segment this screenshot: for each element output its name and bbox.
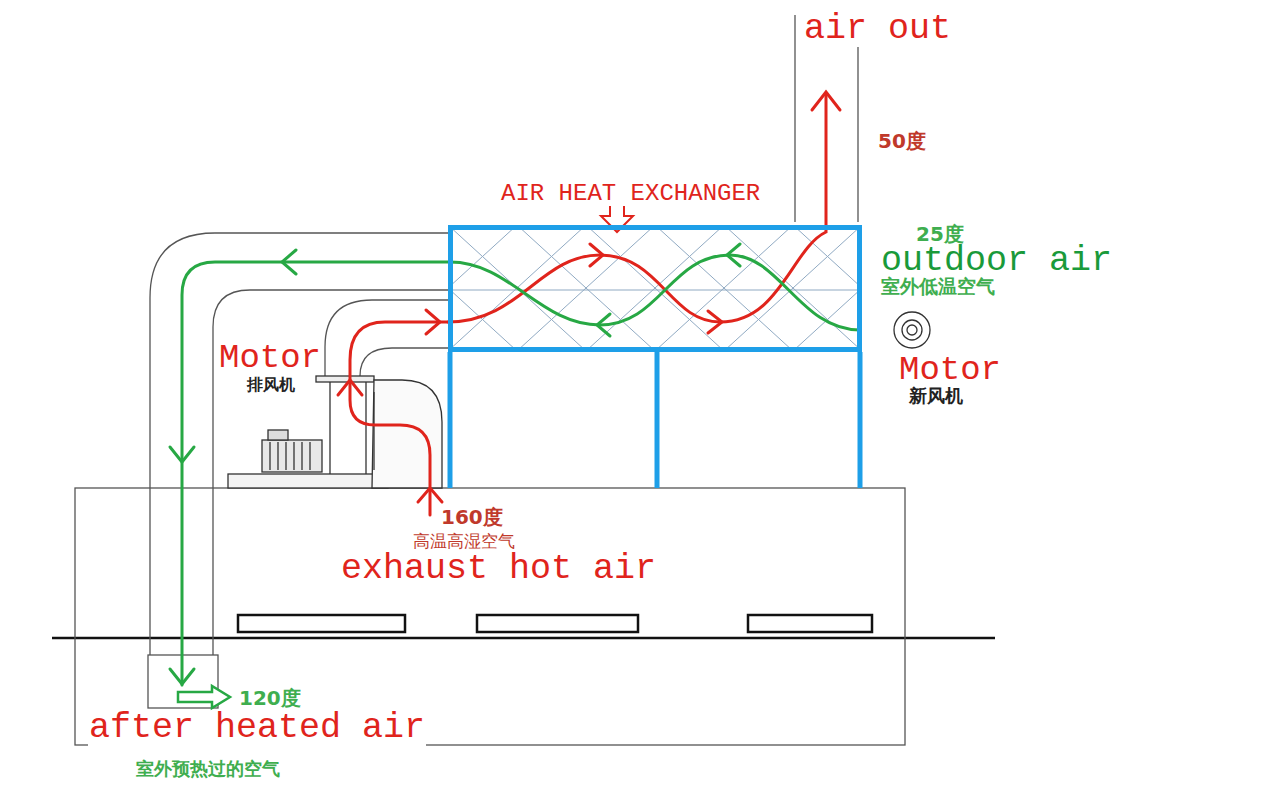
part-name: Motor (218, 341, 322, 375)
fresh-air-duct (148, 233, 448, 708)
part-name: 新风机 (908, 387, 964, 405)
base-housing (75, 488, 905, 745)
hot-air-flow (338, 92, 840, 515)
flow-label: outdoor air (880, 244, 1113, 279)
temperature: 50度 (877, 131, 927, 151)
flow-note: 室外低温空气 (880, 277, 996, 296)
exchanger-core (448, 290, 862, 291)
flow-label: air out (803, 12, 952, 47)
ground-line (52, 637, 995, 640)
floor-slot (748, 615, 872, 632)
fresh-air-fan (894, 312, 930, 348)
part-name: 排风机 (246, 377, 296, 393)
flow-label: exhaust hot air (340, 552, 657, 587)
exchanger-box: AIR HEAT EXCHANGER (448, 225, 862, 352)
floor-slot (238, 615, 405, 632)
exhaust-duct (325, 300, 448, 376)
temperature: 160度 (440, 507, 504, 527)
part-name: Motor (898, 353, 1002, 387)
exchanger-core (448, 225, 862, 352)
part-title: AIR HEAT EXCHANGER (500, 182, 761, 206)
temperature: 25度 (915, 224, 965, 244)
exhaust-fan-motor (228, 376, 442, 488)
flow-label: after heated air (88, 711, 426, 746)
flow-note: 高温高湿空气 (412, 533, 516, 550)
flow-note: 室外预热过的空气 (135, 760, 281, 778)
support-frame (450, 352, 860, 488)
fresh-air-flow (170, 244, 860, 708)
floor-slot (477, 615, 638, 632)
temperature: 120度 (238, 688, 302, 708)
